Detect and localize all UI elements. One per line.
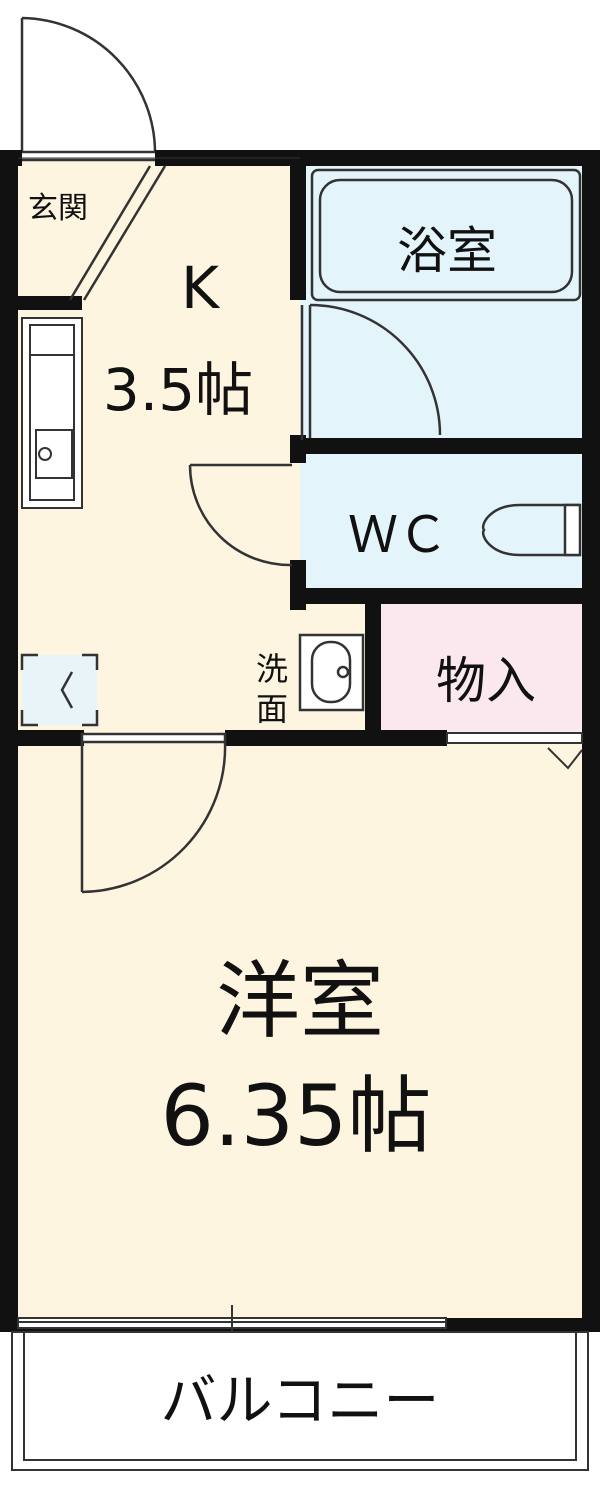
- toilet-fixture: [481, 503, 582, 557]
- bath-floor: [300, 158, 588, 450]
- washroom-label-bottom: 面: [256, 690, 288, 728]
- western-room-floor: [12, 743, 588, 1323]
- kitchen-counter: [21, 317, 83, 509]
- western-room-size: 6.35帖: [160, 1067, 431, 1165]
- kitchen-size: 3.5帖: [103, 356, 253, 424]
- toilet-label: ＷＣ: [348, 506, 448, 564]
- storage-floor: [375, 600, 588, 733]
- kitchen-name: K: [181, 254, 221, 322]
- entrance-door: [16, 16, 162, 162]
- toilet-floor: [300, 450, 588, 600]
- storage-label: 物入: [436, 652, 536, 710]
- bathtub: [310, 168, 582, 302]
- storage-door: [446, 732, 583, 770]
- fridge-space: [20, 653, 99, 727]
- interior-walls: [12, 158, 590, 746]
- balcony-window: [0, 1305, 600, 1342]
- western-room-name: 洋室: [216, 952, 384, 1050]
- washbasin: [298, 633, 365, 712]
- balcony-label: バルコニー: [161, 1369, 440, 1434]
- bath-label: 浴室: [397, 222, 497, 280]
- entrance-diagonal: [68, 165, 167, 301]
- western-room-door: [80, 732, 227, 894]
- balcony-outline: [11, 1331, 589, 1471]
- washroom-label-top: 洗: [256, 650, 288, 688]
- kitchen-door: [188, 463, 293, 567]
- entrance-label: 玄関: [28, 191, 88, 226]
- bath-door: [300, 303, 442, 440]
